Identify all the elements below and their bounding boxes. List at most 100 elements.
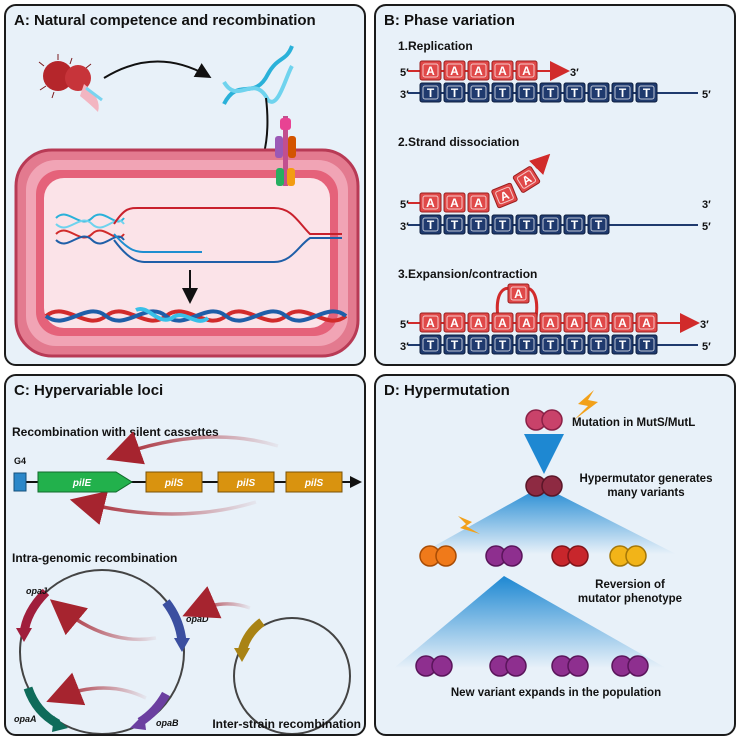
svg-text:T: T <box>643 338 651 352</box>
step3-t-base-4: T <box>491 334 514 355</box>
step3-t-base-7: T <box>563 334 586 355</box>
svg-text:A: A <box>450 64 459 78</box>
step1-t-base-8: T <box>587 82 610 103</box>
expansion-label: New variant expands in the population <box>451 687 661 699</box>
g4-label: G4 <box>14 456 26 466</box>
svg-text:A: A <box>498 64 507 78</box>
svg-text:A: A <box>570 316 579 330</box>
step3-a-base-6: A <box>539 312 562 333</box>
step1-a-base-1: A <box>419 60 442 81</box>
donor-genome-circle <box>233 617 351 734</box>
step1-top-5prime: 5′ <box>400 67 409 79</box>
step1-label: 1.Replication <box>398 39 473 53</box>
svg-text:T: T <box>571 86 579 100</box>
recombination-strands <box>55 206 342 264</box>
svg-text:T: T <box>619 338 627 352</box>
pils-label-3: pilS <box>304 478 324 489</box>
svg-text:A: A <box>522 64 531 78</box>
recombinant-dna <box>44 306 348 323</box>
step3-t-base-8: T <box>587 334 610 355</box>
svg-text:A: A <box>474 196 483 210</box>
step3-top-5prime: 5′ <box>400 319 409 331</box>
step2-t-base-2: T <box>443 214 466 235</box>
lightning-icon-mid <box>458 516 480 534</box>
step1-bottom-3prime: 3′ <box>400 89 409 101</box>
step3-a-base-8: A <box>587 312 610 333</box>
g4-element <box>13 472 27 492</box>
opa-recombination-arrow-1 <box>49 599 157 642</box>
step1-t-base-2: T <box>443 82 466 103</box>
opad-label: opaD <box>186 614 209 624</box>
population-expansion-cone <box>394 576 666 668</box>
panel-a: A: Natural competence and recombination <box>4 4 366 366</box>
step3-a-base-5: A <box>515 312 538 333</box>
step2-a-base-2: A <box>443 192 466 213</box>
recombination-arrow-top <box>106 431 279 465</box>
svg-text:T: T <box>499 86 507 100</box>
svg-text:A: A <box>514 287 523 301</box>
svg-text:T: T <box>451 218 459 232</box>
opaj-gene <box>19 588 50 635</box>
svg-text:A: A <box>618 316 627 330</box>
pils-cassette-2 <box>217 471 275 493</box>
step2-bottom-3prime: 3′ <box>400 221 409 233</box>
step3-looped-a-base: A <box>507 283 530 304</box>
step3-t-base-2: T <box>443 334 466 355</box>
step1-t-base-6: T <box>539 82 562 103</box>
free-dna-icon <box>222 45 294 105</box>
step1-t-base-1: T <box>419 82 442 103</box>
step2-t-base-5: T <box>515 214 538 235</box>
pils-label-1: pilS <box>164 478 184 489</box>
recombination-arrow-bottom <box>69 490 257 525</box>
transporter-icon <box>275 116 296 186</box>
hypervariable-loci-diagram: Recombination with silent cassettes G4 p… <box>12 425 362 734</box>
svg-text:A: A <box>546 316 555 330</box>
step1-t-base-7: T <box>563 82 586 103</box>
reversion-label-line2: mutator phenotype <box>578 593 682 605</box>
step2-a-base-1: A <box>419 192 442 213</box>
step1-top-3prime: 3′ <box>570 67 579 79</box>
svg-text:T: T <box>475 218 483 232</box>
reversion-label-line1: Reversion of <box>595 579 665 591</box>
svg-text:T: T <box>595 86 603 100</box>
variant-purple <box>485 545 523 567</box>
svg-text:T: T <box>643 86 651 100</box>
donor-opa-arrowhead <box>234 648 250 662</box>
opa-recombination-arrow-2 <box>46 672 147 706</box>
chromosome-arrowhead <box>350 476 362 488</box>
panel-b-title: B: Phase variation <box>384 12 515 29</box>
step3-a-base-3: A <box>467 312 490 333</box>
svg-text:A: A <box>450 196 459 210</box>
step3-t-base-3: T <box>467 334 490 355</box>
step2-t-base-3: T <box>467 214 490 235</box>
svg-text:A: A <box>522 316 531 330</box>
step2-bottom-5prime: 5′ <box>702 221 711 233</box>
step2-top-3prime: 3′ <box>702 199 711 211</box>
step1-t-base-3: T <box>467 82 490 103</box>
step2-a-base-slipped-2: A <box>512 166 541 193</box>
step1-t-base-4: T <box>491 82 514 103</box>
opaa-label: opaA <box>14 714 37 724</box>
hypermutator-diplococcus <box>525 475 563 497</box>
svg-text:T: T <box>427 86 435 100</box>
genome-circle <box>19 569 185 734</box>
svg-text:T: T <box>451 338 459 352</box>
step2-t-base-8: T <box>587 214 610 235</box>
svg-text:T: T <box>571 218 579 232</box>
hypermutator-label-line1: Hypermutator generates <box>580 473 713 485</box>
svg-text:A: A <box>426 316 435 330</box>
svg-text:T: T <box>475 86 483 100</box>
step2-a-base-slipped-1: A <box>491 182 518 209</box>
opad-arrowhead <box>174 638 190 652</box>
svg-text:A: A <box>642 316 651 330</box>
step3-label: 3.Expansion/contraction <box>398 267 537 281</box>
svg-text:T: T <box>451 86 459 100</box>
phase-variation-diagram: 1.Replication 2.Strand dissociation 3.Ex… <box>398 39 711 355</box>
step3-a-base-2: A <box>443 312 466 333</box>
step2-a-base-3: A <box>467 192 490 213</box>
svg-text:T: T <box>547 338 555 352</box>
svg-text:A: A <box>474 316 483 330</box>
step3-a-base-9: A <box>611 312 634 333</box>
step1-t-base-5: T <box>515 82 538 103</box>
step3-t-base-1: T <box>419 334 442 355</box>
